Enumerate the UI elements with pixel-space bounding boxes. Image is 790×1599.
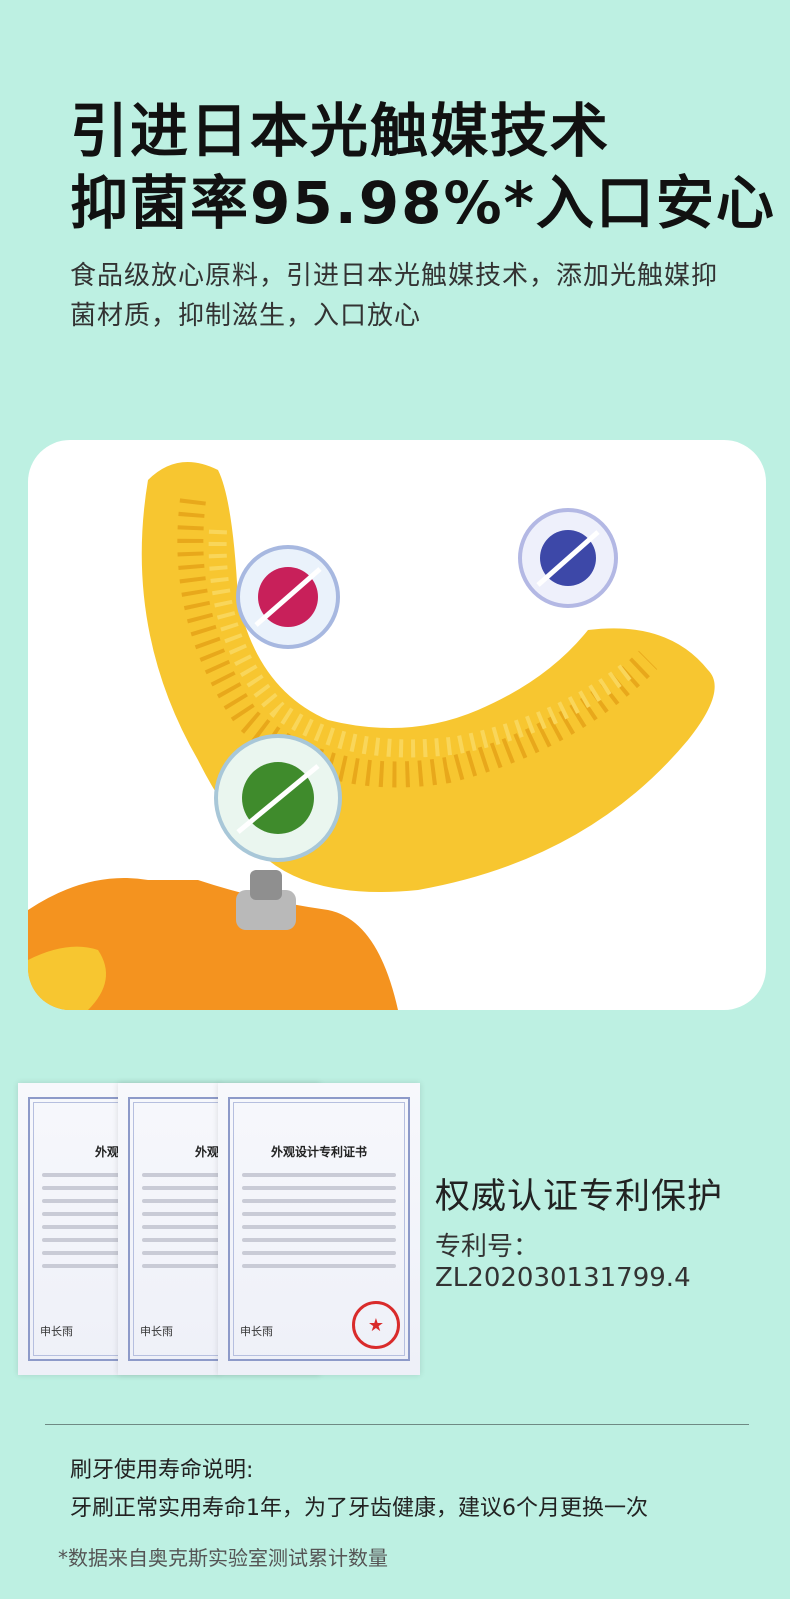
stamp-icon: ★: [352, 1301, 400, 1349]
certificate-signature: 申长雨: [40, 1325, 73, 1338]
certificate-title: 外观设计专利证书: [270, 1145, 367, 1159]
certificate-label: 权威认证专利保护: [435, 1177, 724, 1217]
certificate-signature: 申长雨: [240, 1325, 273, 1338]
lifespan-title: 刷牙使用寿命说明:: [70, 1458, 254, 1483]
subtext: 食品级放心原料，引进日本光触媒技术，添加光触媒抑菌材质，抑制滋生，入口放心: [70, 261, 719, 331]
headline: 引进日本光触媒技术 抑菌率95.98%*入口安心: [70, 95, 776, 239]
germ-icon: [236, 545, 340, 649]
footnote: *数据来自奥克斯实验室测试累计数量: [58, 1546, 388, 1570]
certificate-signature: 申长雨: [140, 1325, 173, 1338]
brush-handle-base: [28, 878, 398, 1010]
headline-line-2: 抑菌率95.98%*入口安心: [70, 169, 776, 237]
germ-icon: [518, 508, 618, 608]
patent-number: 专利号：ZL202030131799.4: [435, 1232, 691, 1293]
headline-line-1: 引进日本光触媒技术: [70, 97, 611, 165]
lifespan-text: 牙刷正常实用寿命1年，为了牙齿健康，建议6个月更换一次: [70, 1496, 648, 1521]
toothbrush-illustration: [28, 462, 715, 1010]
metal-neck: [250, 870, 282, 900]
metal-connector: [236, 890, 296, 930]
brush-handle-highlight: [28, 946, 106, 1010]
germ-icon: [214, 734, 342, 862]
brush-bristles-inner: [208, 529, 634, 758]
certificate-card: 外观设计专利证书 申长雨 ★: [218, 1083, 420, 1375]
product-photo-card: [28, 440, 766, 1010]
certificate-stack: 外观设计 申长雨 外观设计 申长雨 外观设计专利证书 申长雨 ★: [18, 1083, 422, 1375]
divider: [45, 1424, 749, 1425]
